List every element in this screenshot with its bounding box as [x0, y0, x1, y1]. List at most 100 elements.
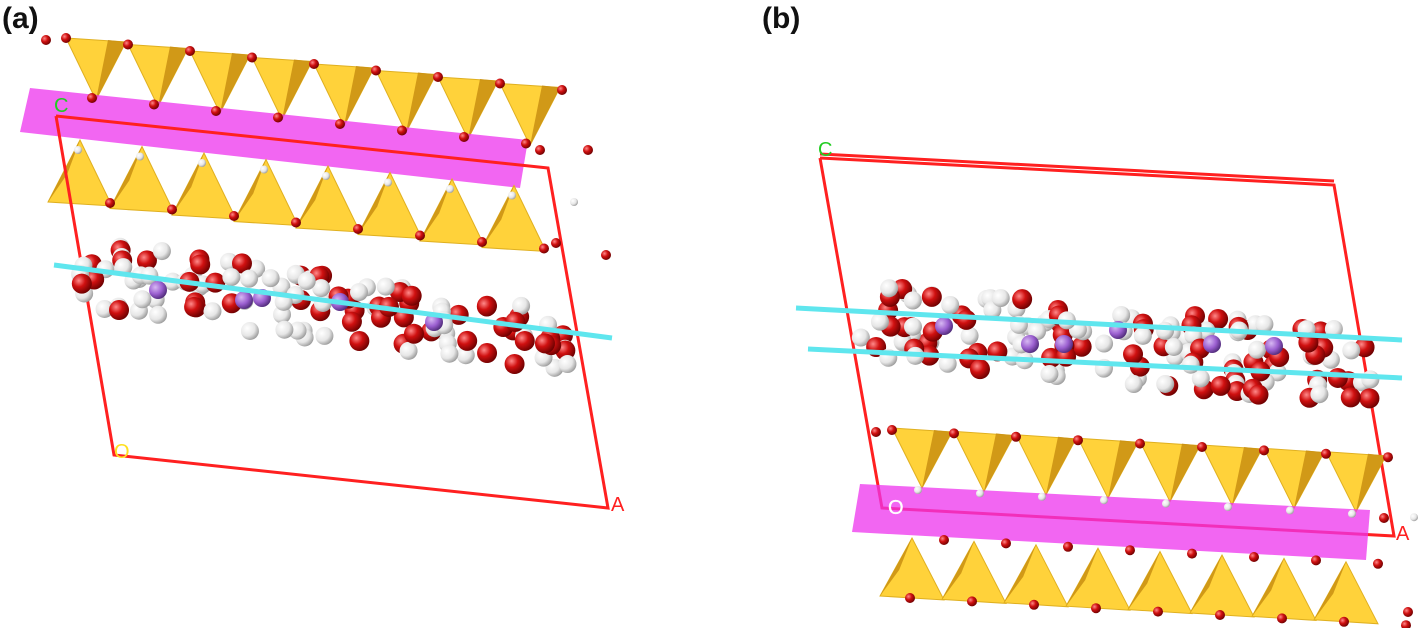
oxygen-atom [1277, 613, 1287, 624]
oxygen-atom [1340, 387, 1361, 408]
panel-b-lower-tetrahedron-shade [1252, 558, 1284, 617]
panel-a-axis-a-label: A [611, 494, 625, 516]
hydrogen-atom [880, 279, 899, 298]
oxygen-atom [291, 217, 301, 228]
hydrogen-atom [152, 242, 171, 261]
sodium-atom [1203, 335, 1221, 353]
hydrogen-atom [870, 312, 889, 331]
sodium-atom [1021, 335, 1039, 353]
oxygen-atom [583, 145, 593, 155]
panel-a-lower-tetrahedron-shade [172, 153, 204, 215]
oxygen-atom [1215, 610, 1225, 620]
oxygen-atom [309, 59, 319, 69]
hydrogen-atom [851, 328, 870, 347]
oxygen-atom [353, 224, 363, 234]
hydrogen-atom [440, 344, 459, 363]
hydrogen-atom [1310, 385, 1329, 404]
panel-a-upper-tetrahedron-shade [344, 66, 374, 126]
panel-b-guide-line-lower [807, 346, 1403, 381]
hydrogen-atom [198, 159, 206, 167]
hydrogen-atom [570, 198, 578, 206]
hydrogen-atom [312, 279, 331, 298]
oxygen-atom [371, 65, 381, 76]
oxygen-atom [335, 119, 345, 129]
oxygen-atom [969, 359, 990, 380]
oxygen-atom [905, 593, 915, 603]
hydrogen-atom [903, 317, 922, 336]
oxygen-atom [1208, 309, 1229, 330]
oxygen-atom [1339, 616, 1349, 627]
hydrogen-atom [260, 165, 268, 174]
oxygen-atom [211, 106, 221, 116]
oxygen-atom [495, 78, 505, 89]
oxygen-atom [1197, 442, 1207, 452]
panel-b-lower-tetrahedron-shade [1004, 544, 1036, 603]
oxygen-atom [273, 112, 283, 123]
hydrogen-atom [1181, 355, 1200, 374]
hydrogen-atom [136, 152, 144, 161]
oxygen-atom [505, 311, 526, 332]
oxygen-atom [397, 125, 407, 136]
oxygen-atom [921, 286, 942, 307]
oxygen-atom [1249, 552, 1259, 562]
hydrogen-atom [240, 269, 259, 288]
oxygen-atom [1401, 620, 1411, 628]
panel-a-lower-tetrahedron-shade [110, 146, 142, 209]
sodium-atom [149, 281, 167, 299]
panel-a-axis-c-label: C [54, 95, 68, 117]
panel-a: C A O [20, 33, 625, 516]
sodium-atom [235, 291, 253, 309]
panel-b-lower-tetrahedron [879, 536, 945, 601]
panel-b-label: (b) [762, 2, 801, 35]
panel-b-lower-tetrahedron-shade [1066, 548, 1098, 607]
oxygen-atom [601, 250, 611, 260]
oxygen-atom [504, 354, 525, 375]
hydrogen-atom [399, 341, 418, 360]
oxygen-atom [1248, 384, 1269, 405]
oxygen-atom [1210, 375, 1231, 396]
panel-a-guide-line [53, 262, 613, 341]
hydrogen-atom [1348, 509, 1356, 518]
hydrogen-atom [297, 272, 316, 291]
hydrogen-atom [1124, 375, 1143, 394]
panel-b-upper-tetrahedron-shade [922, 430, 952, 488]
hydrogen-atom [1162, 499, 1170, 508]
hydrogen-atom [222, 268, 241, 287]
hydrogen-atom [508, 191, 516, 200]
oxygen-atom [535, 145, 545, 155]
panel-b-axis-c-label: C [818, 139, 832, 161]
panel-a-upper-tetrahedron-shade [220, 53, 250, 113]
oxygen-atom [415, 230, 425, 241]
hydrogen-atom [938, 354, 957, 373]
panel-b-lower-tetrahedron [1189, 553, 1255, 618]
panel-b-guide-line-upper [795, 305, 1403, 343]
oxygen-atom [401, 285, 422, 306]
hydrogen-atom [1038, 492, 1046, 501]
oxygen-atom [477, 343, 498, 364]
panel-b-upper-tetrahedron-shade [1356, 453, 1386, 512]
hydrogen-atom [512, 296, 531, 315]
oxygen-atom [349, 331, 370, 352]
panel-a-upper-tetrahedron-shade [530, 85, 560, 146]
panel-b-tetrahedra-lower [879, 536, 1379, 625]
panel-b-lower-tetrahedron-shade [942, 541, 974, 600]
hydrogen-atom [315, 326, 334, 345]
oxygen-atom [1029, 599, 1039, 610]
oxygen-atom [1187, 548, 1197, 559]
oxygen-atom [136, 250, 157, 271]
panel-b-lower-tetrahedron-shade [880, 538, 912, 596]
panel-a-lower-tetrahedron-shade [234, 159, 266, 222]
oxygen-atom [1011, 431, 1021, 442]
hydrogen-atom [941, 295, 960, 314]
oxygen-atom [871, 427, 881, 437]
sodium-atom [1265, 337, 1283, 355]
hydrogen-atom [288, 321, 307, 340]
panel-b-upper-tetrahedron-shade [1170, 443, 1200, 502]
hydrogen-atom [1100, 496, 1108, 505]
oxygen-atom [105, 198, 115, 208]
hydrogen-atom [240, 321, 259, 340]
oxygen-atom [1327, 367, 1348, 388]
oxygen-atom [1125, 545, 1135, 556]
oxygen-atom [949, 428, 959, 439]
